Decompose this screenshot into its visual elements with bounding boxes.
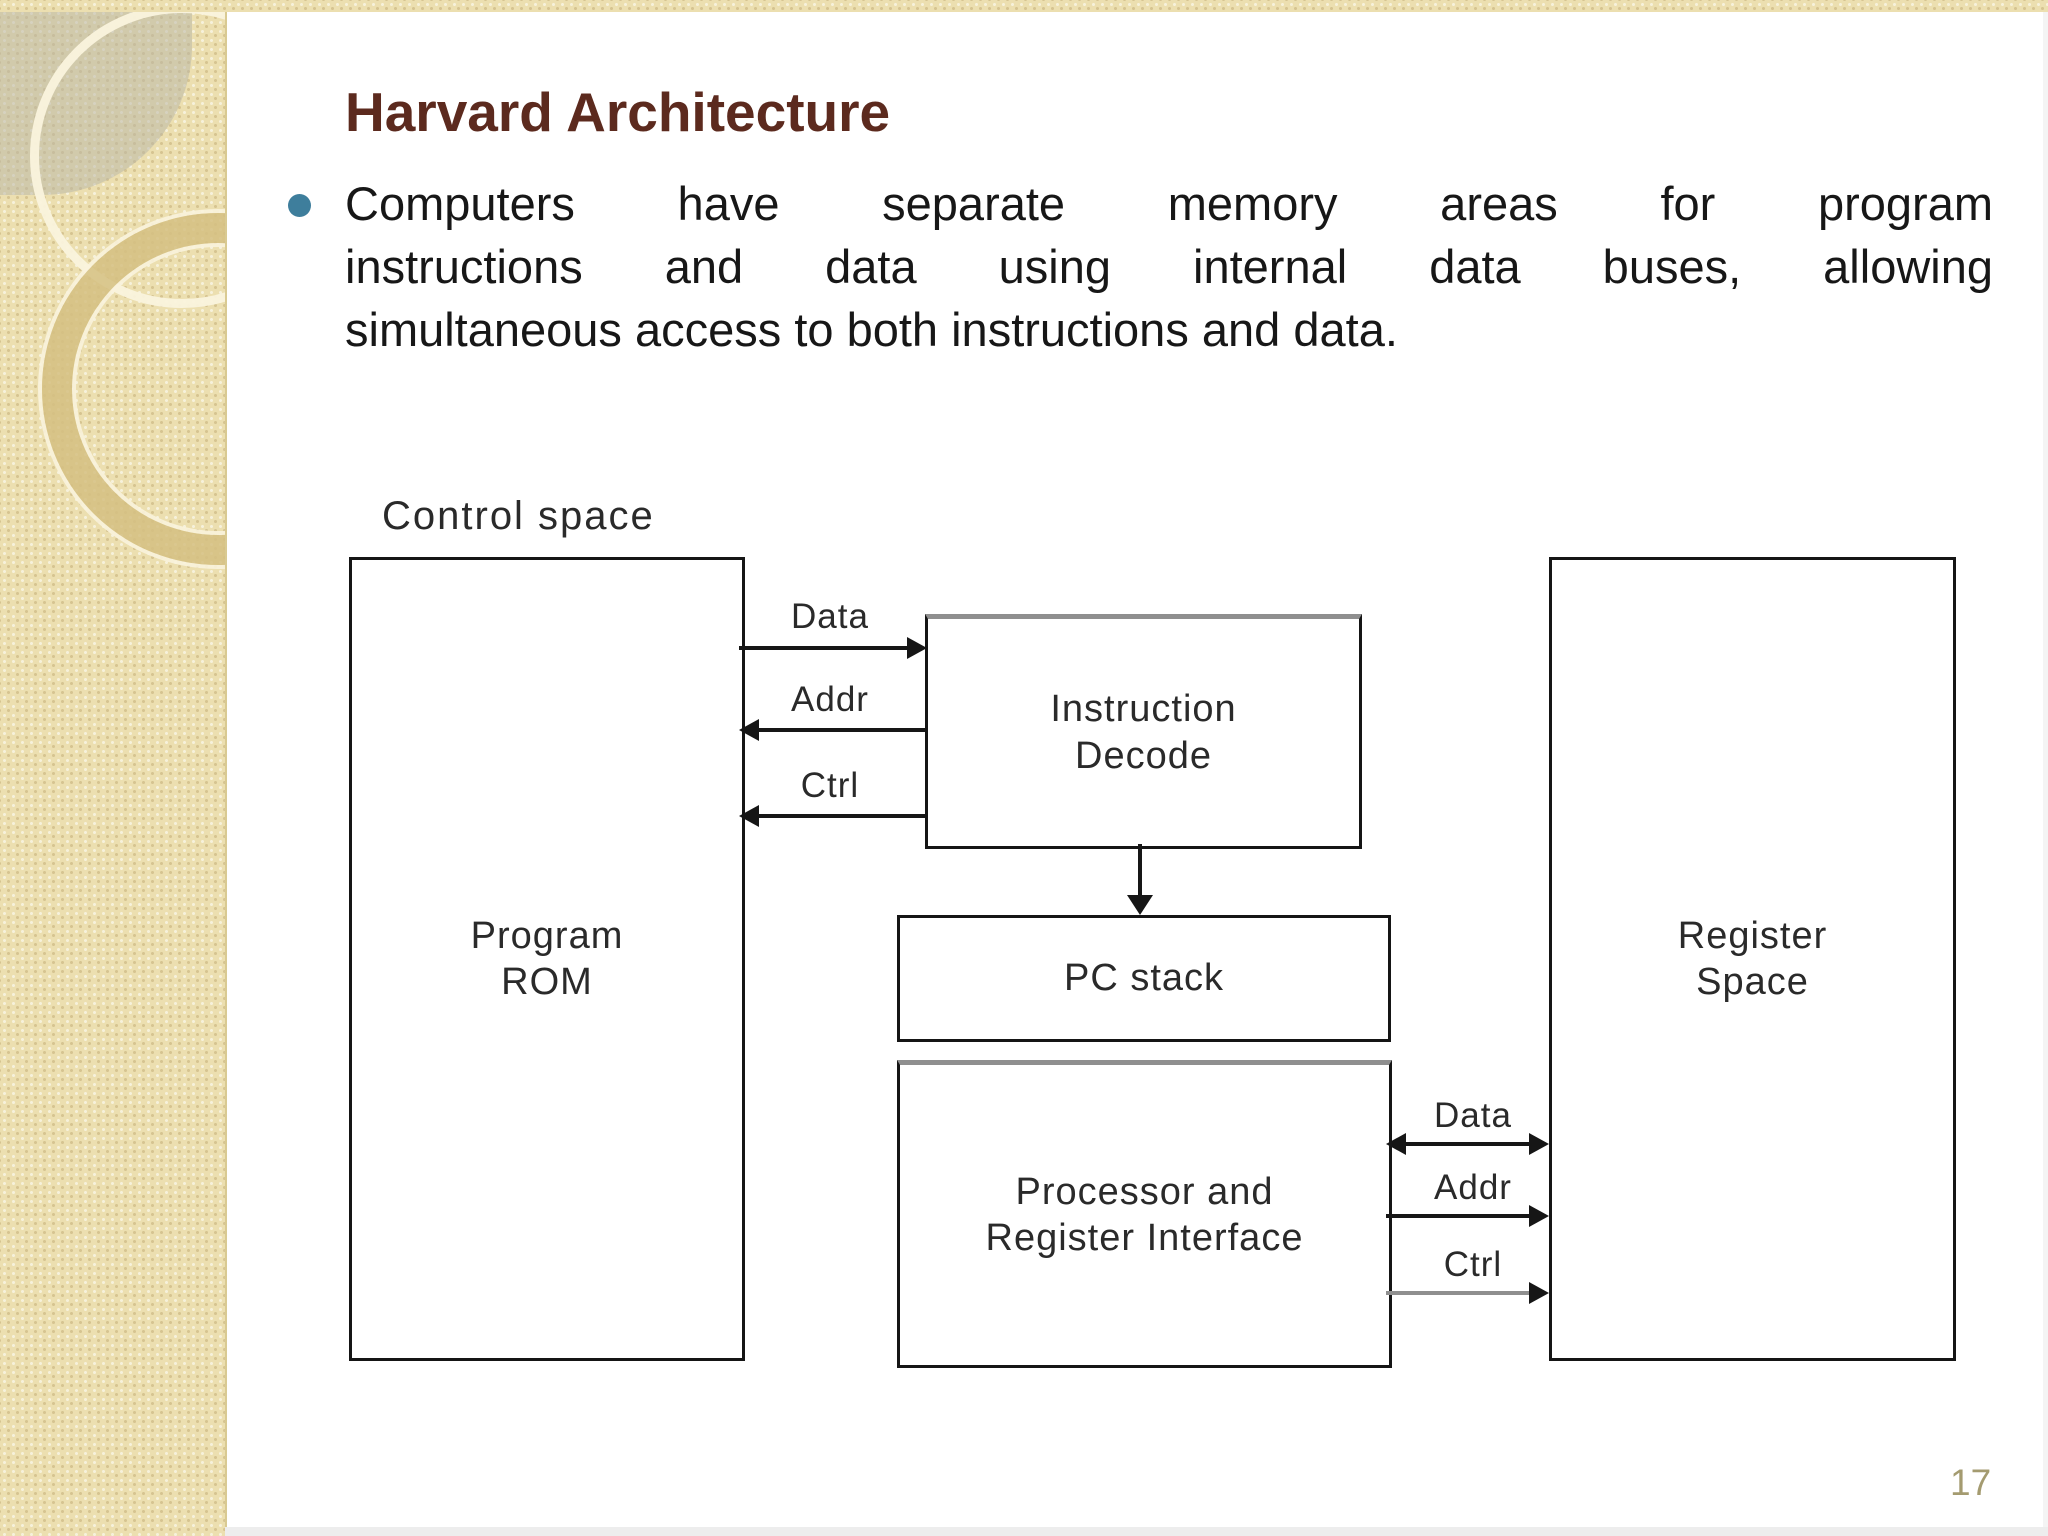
- right-addr-label: Addr: [1434, 1168, 1512, 1207]
- register-space-label: Register Space: [1677, 914, 1828, 1003]
- left-ctrl-label: Ctrl: [800, 766, 860, 805]
- decode-to-pcstack-line: [1138, 844, 1142, 898]
- left-ctrl-line: [757, 814, 925, 818]
- left-decorative-strip: [0, 0, 227, 1536]
- right-data-label: Data: [1434, 1096, 1512, 1135]
- register-space-box: Register Space: [1549, 557, 1956, 1361]
- page-number: 17: [1950, 1462, 1992, 1503]
- right-addr-arrowhead-right-icon: [1529, 1205, 1549, 1227]
- instruction-decode-label: Instruction Decode: [1050, 688, 1237, 777]
- decorative-ring-thick: [42, 213, 225, 565]
- processor-register-interface-label: Processor and Register Interface: [985, 1170, 1304, 1259]
- program-rom-label: Program ROM: [470, 914, 624, 1003]
- bullet-line: Computers have separate memory areas for…: [345, 177, 1993, 230]
- left-ctrl-arrowhead-left-icon: [739, 805, 759, 827]
- left-data-label: Data: [791, 597, 869, 636]
- right-ctrl-arrowhead-right-icon: [1529, 1282, 1549, 1304]
- right-ctrl-label: Ctrl: [1443, 1245, 1503, 1284]
- left-addr-label: Addr: [791, 680, 869, 719]
- control-space-label: Control space: [382, 494, 655, 538]
- bullet-paragraph: Computers have separate memory areas for…: [345, 172, 1993, 361]
- program-rom-box: Program ROM: [349, 557, 745, 1361]
- page-title: Harvard Architecture: [345, 81, 891, 143]
- left-addr-arrowhead-left-icon: [739, 719, 759, 741]
- bullet-icon: [288, 194, 311, 217]
- decode-to-pcstack-arrowhead-icon: [1127, 895, 1153, 915]
- right-ctrl-line: [1386, 1291, 1532, 1295]
- pc-stack-label: PC stack: [1063, 957, 1225, 1000]
- pc-stack-box: PC stack: [897, 915, 1391, 1042]
- right-edge-line: [2043, 12, 2048, 1527]
- instruction-decode-box: Instruction Decode: [925, 614, 1362, 849]
- right-data-line: [1404, 1142, 1532, 1146]
- processor-register-interface-box: Processor and Register Interface: [897, 1060, 1392, 1368]
- bullet-line: simultaneous access to both instructions…: [345, 303, 1398, 356]
- right-data-arrowhead-left-icon: [1386, 1133, 1406, 1155]
- left-addr-line: [757, 728, 925, 732]
- bottom-divider: [225, 1527, 2048, 1536]
- bullet-line: instructions and data using internal dat…: [345, 240, 1993, 293]
- right-data-arrowhead-right-icon: [1529, 1133, 1549, 1155]
- right-addr-line: [1386, 1214, 1532, 1218]
- top-border-strip: [0, 0, 2048, 12]
- left-data-line: [739, 646, 911, 650]
- left-data-arrowhead-right-icon: [907, 637, 927, 659]
